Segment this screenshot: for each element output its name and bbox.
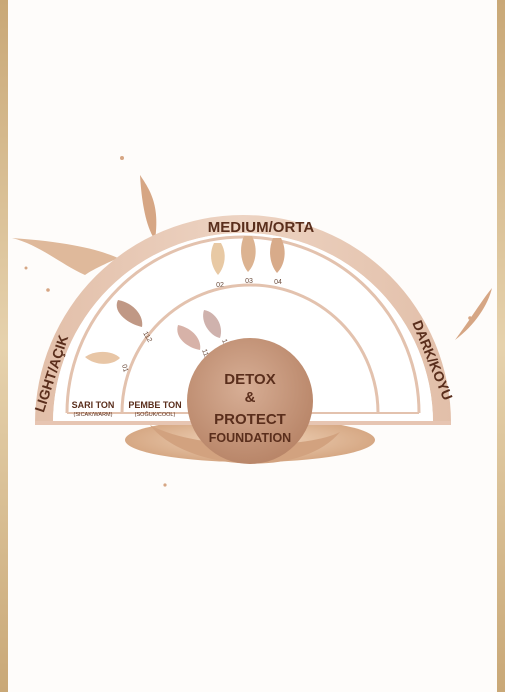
shade-number-112: 112 (141, 331, 153, 344)
shade-number-111: 111 (200, 348, 210, 360)
shade-swatch-01 (85, 351, 120, 364)
product-name-line1: DETOX (224, 371, 275, 388)
shade-swatch-112 (116, 300, 143, 327)
tone-cool-title: PEMBE TON (128, 400, 181, 410)
product-name-line4: FOUNDATION (209, 431, 291, 445)
product-name-line2: & (245, 389, 256, 406)
shade-number-01: 01 (120, 364, 129, 373)
tone-cool-subtitle: (SOĞUK/COOL) (135, 411, 176, 418)
middle-arc (65, 235, 421, 414)
inner-arc (120, 283, 380, 414)
tone-warm-title: SARI TON (72, 400, 115, 410)
shade-swatch-114 (203, 310, 222, 338)
shade-swatch-02 (211, 243, 225, 275)
gold-frame-right (497, 0, 505, 692)
shade-number-04: 04 (274, 279, 282, 286)
shade-number-03: 03 (245, 278, 253, 285)
tone-warm-subtitle: (SICAK/WARM) (74, 412, 113, 418)
outer-arc-fill (53, 233, 433, 423)
shade-swatch-04 (270, 238, 285, 273)
product-badge-circle (187, 338, 313, 464)
shade-number-02: 02 (216, 282, 224, 289)
label-medium: MEDIUM/ORTA (208, 219, 315, 236)
shade-swatch-03 (241, 236, 256, 272)
product-name-line3: PROTECT (214, 411, 286, 428)
gold-frame-left (0, 0, 8, 692)
shade-swatch-111 (177, 325, 201, 350)
